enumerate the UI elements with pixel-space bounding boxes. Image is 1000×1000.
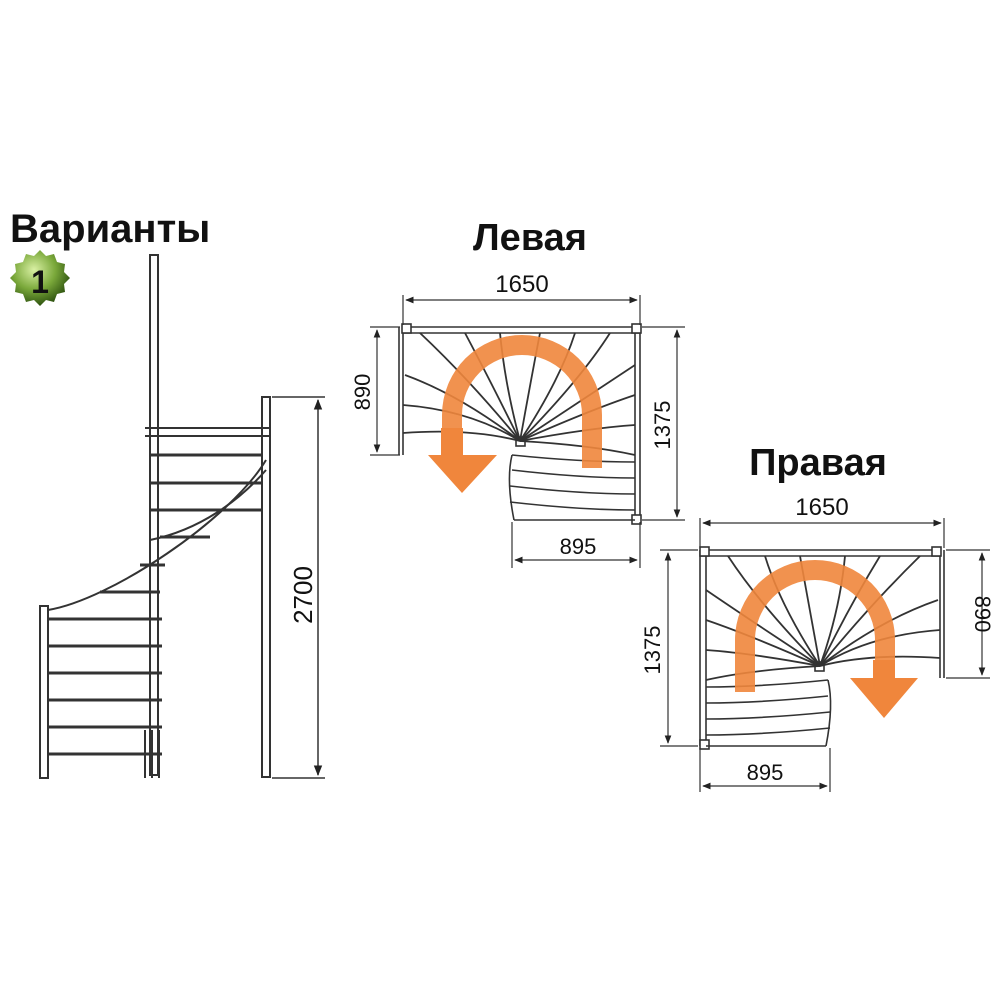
left-direction-arrow xyxy=(428,335,602,493)
right-width-label: 1650 xyxy=(795,494,848,521)
right-post xyxy=(261,396,271,778)
elevation-height-label: 2700 xyxy=(288,566,318,624)
right-direction-arrow xyxy=(735,560,918,718)
central-pole xyxy=(149,254,159,776)
variant-badge: 1 xyxy=(10,250,70,306)
right-bottom-width-label: 895 xyxy=(747,760,784,785)
right-plan-label: Правая xyxy=(749,442,887,484)
right-plan xyxy=(660,518,990,792)
left-post xyxy=(39,605,49,779)
left-plan-label: Левая xyxy=(473,217,587,259)
variant-number: 1 xyxy=(31,264,49,300)
title: Варианты xyxy=(10,207,210,251)
left-total-depth-label: 1375 xyxy=(650,401,675,450)
left-width-label: 1650 xyxy=(495,271,548,298)
right-total-depth-label: 1375 xyxy=(640,626,665,675)
right-upper-depth-label: 890 xyxy=(970,596,995,633)
left-bottom-width-label: 895 xyxy=(560,534,597,559)
left-upper-depth-label: 890 xyxy=(350,374,375,411)
side-elevation xyxy=(39,254,325,779)
